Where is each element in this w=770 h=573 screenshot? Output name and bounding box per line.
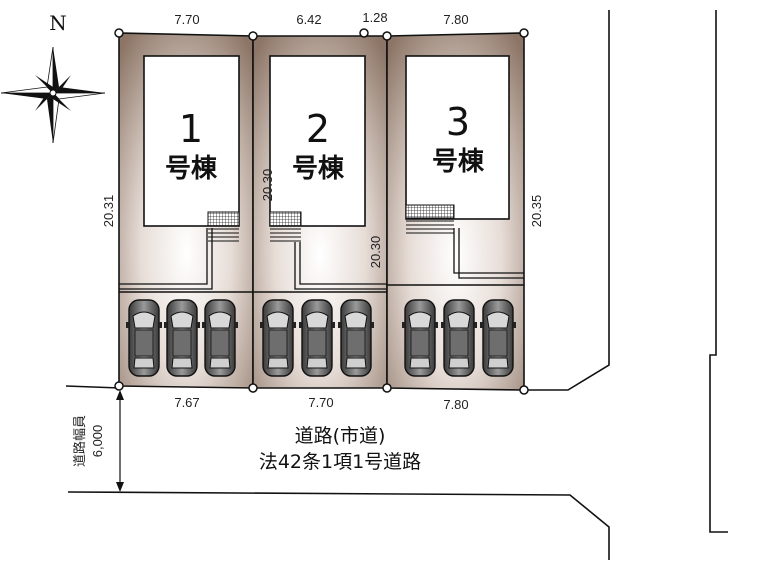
lot-3-depth: 20.35 (529, 195, 544, 228)
car-icon (163, 299, 201, 377)
building-1-number: 1 (179, 107, 203, 151)
north-label: N (49, 11, 67, 35)
building-2-label: 号棟 (292, 154, 345, 184)
lot-2-top-width: 6.42 (296, 12, 321, 27)
building-2[interactable]: 2 号棟 (269, 55, 366, 227)
east-boundary (524, 10, 610, 391)
path-2 (299, 242, 387, 285)
path-2-inner (294, 242, 387, 290)
building-3-label: 号棟 (432, 147, 485, 177)
car-icon (440, 299, 478, 377)
dimensions: 7.70 6.42 1.28 7.80 7.67 7.70 7.80 20.31… (101, 10, 544, 412)
building-2-number: 2 (306, 107, 330, 151)
road-north-edge (65, 385, 121, 389)
lot-1-depth: 20.31 (101, 195, 116, 228)
road-boundaries (65, 10, 728, 560)
path-3 (453, 228, 524, 274)
building-1[interactable]: 1 号棟 (143, 55, 240, 227)
car-icon (125, 299, 163, 377)
lot-1-bottom-width: 7.67 (174, 395, 199, 410)
building-3[interactable]: 3 号棟 (405, 55, 510, 220)
grating-icon (405, 204, 455, 219)
boundary-markers (114, 28, 529, 395)
path-1-inner (119, 228, 213, 290)
car-icon (479, 299, 517, 377)
car-icon (401, 299, 439, 377)
parking-spaces (125, 299, 517, 377)
road-width-label: 道路幅員 (72, 415, 87, 467)
grating-icon (269, 211, 302, 227)
car-icon (298, 299, 336, 377)
road-classification: 法42条1項1号道路 (259, 451, 421, 473)
lot-2-depth-left: 20.30 (260, 169, 275, 202)
car-icon (259, 299, 297, 377)
car-icon (201, 299, 239, 377)
entrance-steps (207, 204, 455, 242)
road-width-dimension: 道路幅員 6,000 (72, 390, 124, 492)
lot-1-top-width: 7.70 (174, 12, 199, 27)
grating-icon (207, 211, 240, 227)
path-1 (119, 228, 208, 285)
building-1-label: 号棟 (165, 154, 218, 184)
lot-3-bottom-width: 7.80 (443, 397, 468, 412)
car-icon (337, 299, 375, 377)
road-width-value: 6,000 (90, 425, 105, 458)
lot-2-depth-right: 20.30 (368, 236, 383, 269)
road-south-edge (67, 491, 610, 560)
path-3-inner (458, 228, 524, 279)
road-name: 道路(市道) (295, 425, 386, 447)
approach-paths (119, 228, 524, 290)
lot-2-bottom-width: 7.70 (308, 395, 333, 410)
north-arrow-icon (0, 46, 106, 144)
building-3-number: 3 (446, 100, 470, 144)
lot-2-top-width-extra: 1.28 (362, 10, 387, 25)
lot-3-top-width: 7.80 (443, 12, 468, 27)
far-east-boundary (709, 10, 728, 533)
